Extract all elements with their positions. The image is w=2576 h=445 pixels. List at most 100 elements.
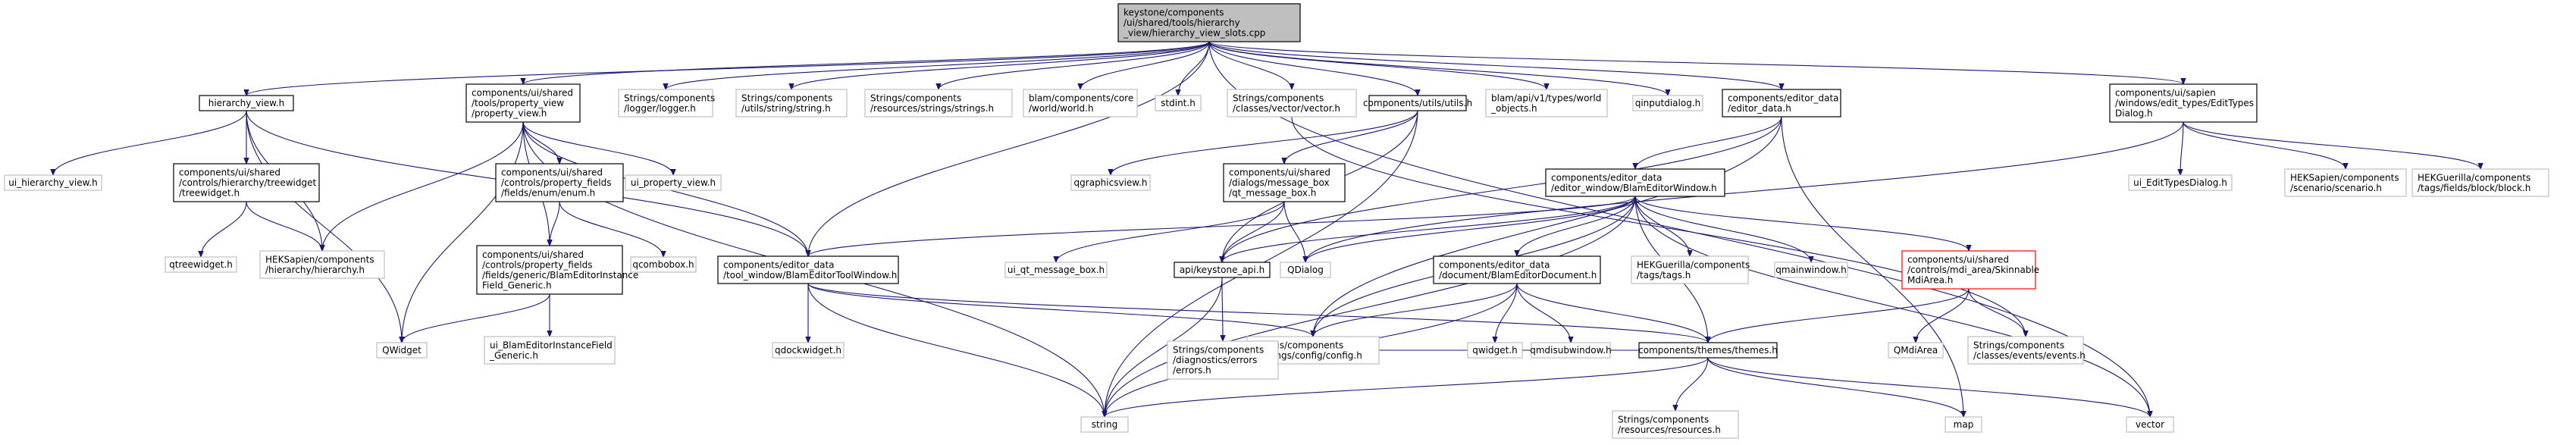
node-tool-window-h[interactable]: components/editor_data/tool_window/BlamE… — [717, 255, 899, 284]
node-label-line: components/ui/sapien — [2115, 88, 2216, 99]
node-qdialog-h: QDialog — [1280, 262, 1331, 278]
node-ui-qt-message-box-h: ui_qt_message_box.h — [1004, 262, 1108, 278]
dependency-edge-instance_field_generic_h-to-qwidget_caps — [399, 293, 550, 344]
node-themes-h[interactable]: components/themes/themes.h — [1638, 342, 1778, 359]
node-box — [735, 89, 848, 118]
edge-arrowhead — [198, 251, 204, 259]
edge-arrowhead — [1175, 89, 1181, 97]
edge-line — [1634, 196, 1970, 252]
node-label-line: components/themes/themes.h — [1638, 345, 1778, 356]
edge-arrowhead — [1543, 83, 1550, 91]
node-utils-h[interactable]: components/utils/utils.h — [1363, 95, 1472, 111]
node-property-view-h[interactable]: components/ui/shared/tools/property_view… — [465, 83, 581, 123]
node-skinnable-mdi-area-h[interactable]: components/ui/shared/controls/mdi_area/S… — [1901, 250, 2039, 290]
edge-arrowhead — [1960, 411, 1966, 418]
node-message-box-h[interactable]: components/ui/shared/dialogs/message_box… — [1223, 163, 1346, 202]
edge-line — [1634, 196, 1691, 257]
node-string-h: Strings/components/utils/string/string.h — [735, 89, 848, 118]
edge-arrowhead — [1289, 83, 1295, 91]
dependency-edge-blam_editor_window_h-to-qdialog_h — [1302, 196, 1636, 264]
edge-arrowhead — [1705, 337, 1711, 344]
edge-arrowhead — [547, 331, 553, 338]
edge-line — [522, 41, 1210, 85]
dependency-edge-edit_types_dialog_h-to-ui_edit_types_dialog_h — [2177, 121, 2184, 177]
node-label-line: qdockwidget.h — [775, 345, 841, 356]
node-box — [1227, 89, 1357, 118]
node-blam-editor-window-h[interactable]: components/editor_data/editor_window/Bla… — [1545, 168, 1725, 197]
node-label-line: QWidget — [382, 345, 421, 356]
dependency-edge-blam_editor_window_h-to-tags_h — [1634, 196, 1693, 258]
node-label-line: components/utils/utils.h — [1363, 98, 1472, 108]
node-label-line: /diagnostics/errors — [1173, 355, 1257, 365]
edge-line — [1221, 196, 1636, 263]
dependency-edge-blam_editor_window_h-to-qmainwindow_h — [1634, 196, 1814, 264]
node-blam-editor-document-h[interactable]: components/editor_data/document/BlamEdit… — [1433, 255, 1601, 284]
node-keystone-api-h[interactable]: api/keystone_api.h — [1174, 262, 1271, 278]
node-box — [1774, 262, 1848, 278]
dependency-edge-themes_h-to-vector — [1707, 357, 2153, 418]
node-label-line: ui_BlamEditorInstanceField — [490, 340, 613, 350]
node-label-line: /qt_message_box.h — [1229, 188, 1316, 199]
node-box — [484, 336, 616, 365]
dependency-edge-root-to-qinputdialog_h — [1208, 41, 1671, 97]
node-label-line: Strings/components — [741, 92, 832, 103]
edge-arrowhead — [1966, 245, 1972, 252]
node-enum-h[interactable]: components/ui/shared/controls/property_f… — [495, 163, 624, 202]
node-hierarchy-view-h[interactable]: hierarchy_view.h — [199, 95, 294, 111]
node-box — [173, 163, 320, 202]
node-root[interactable]: keystone/components/ui/shared/tools/hier… — [1117, 3, 1301, 42]
edge-line — [807, 283, 1314, 337]
edge-arrowhead — [1632, 163, 1638, 171]
edge-arrowhead — [1514, 250, 1520, 258]
node-world-objects-h: blam/api/v1/types/world_objects.h — [1485, 89, 1608, 118]
dependency-edge-themes_h-to-string — [1102, 357, 1709, 418]
edge-line — [1104, 196, 1636, 418]
dependency-edge-hierarchy_view_h-to-ui_hierarchy_view_h — [50, 110, 247, 177]
edge-arrowhead — [1913, 337, 1919, 344]
node-label-line: keystone/components — [1123, 8, 1224, 18]
edge-arrowhead — [935, 83, 942, 91]
node-box — [772, 342, 845, 359]
node-box — [2284, 168, 2407, 197]
node-instance-field-generic-h[interactable]: components/ui/shared/controls/property_f… — [476, 245, 638, 295]
edge-line — [807, 41, 1210, 257]
node-editor-data-h[interactable]: components/editor_data/editor_data.h — [1722, 89, 1841, 118]
dependency-edge-blam_editor_document_h-to-themes_h — [1516, 283, 1711, 344]
node-label-line: /fields/generic/BlamEditorInstance — [482, 270, 638, 280]
node-label-line: /resources/strings/strings.h — [870, 103, 994, 114]
edge-line — [321, 121, 524, 252]
node-label-line: /tools/property_view — [472, 98, 564, 108]
node-box — [1433, 255, 1601, 284]
node-qwidget-caps: QWidget — [376, 342, 428, 359]
edge-line — [52, 110, 247, 176]
node-edit-types-dialog-h[interactable]: components/ui/sapien/windows/edit_types/… — [2109, 83, 2258, 123]
dependency-edge-blam_editor_window_h-to-tool_window_h — [805, 196, 1636, 258]
node-treewidget-h[interactable]: components/ui/shared/controls/hierarchy/… — [173, 163, 320, 202]
edge-line — [1305, 121, 2184, 263]
node-label-line: blam/components/core — [1029, 92, 1133, 103]
node-box — [199, 95, 294, 111]
dependency-edge-blam_editor_window_h-to-keystone_api_h — [1219, 196, 1636, 264]
dependency-edge-root-to-world_h — [1077, 41, 1210, 91]
edge-line — [938, 41, 1210, 90]
edge-line — [1915, 288, 1970, 343]
edge-arrowhead — [319, 245, 325, 252]
dependency-edge-message_box_h-to-qdialog_h — [1283, 201, 1308, 264]
node-label-line: Strings/components — [1173, 345, 1264, 356]
edge-line — [1781, 116, 1964, 418]
node-block-h: HEKGuerilla/components/tags/fields/block… — [2411, 168, 2549, 197]
dependency-edge-root-to-logger_h — [663, 41, 1210, 91]
node-box — [1004, 262, 1108, 278]
node-string: string — [1080, 416, 1129, 433]
node-box — [2411, 168, 2549, 197]
node-label-line: MdiArea.h — [1907, 275, 1953, 286]
node-label-line: _Generic.h — [489, 350, 538, 361]
node-label-line: map — [1954, 419, 1974, 430]
edge-arrowhead — [2023, 331, 2029, 338]
edge-line — [1208, 41, 1669, 96]
edge-line — [1104, 357, 1709, 418]
node-box — [1638, 342, 1778, 359]
node-label-line: qmainwindow.h — [1775, 265, 1846, 275]
node-label-line: components/ui/shared — [179, 168, 280, 178]
node-label-line: components/ui/shared — [1907, 255, 2009, 265]
